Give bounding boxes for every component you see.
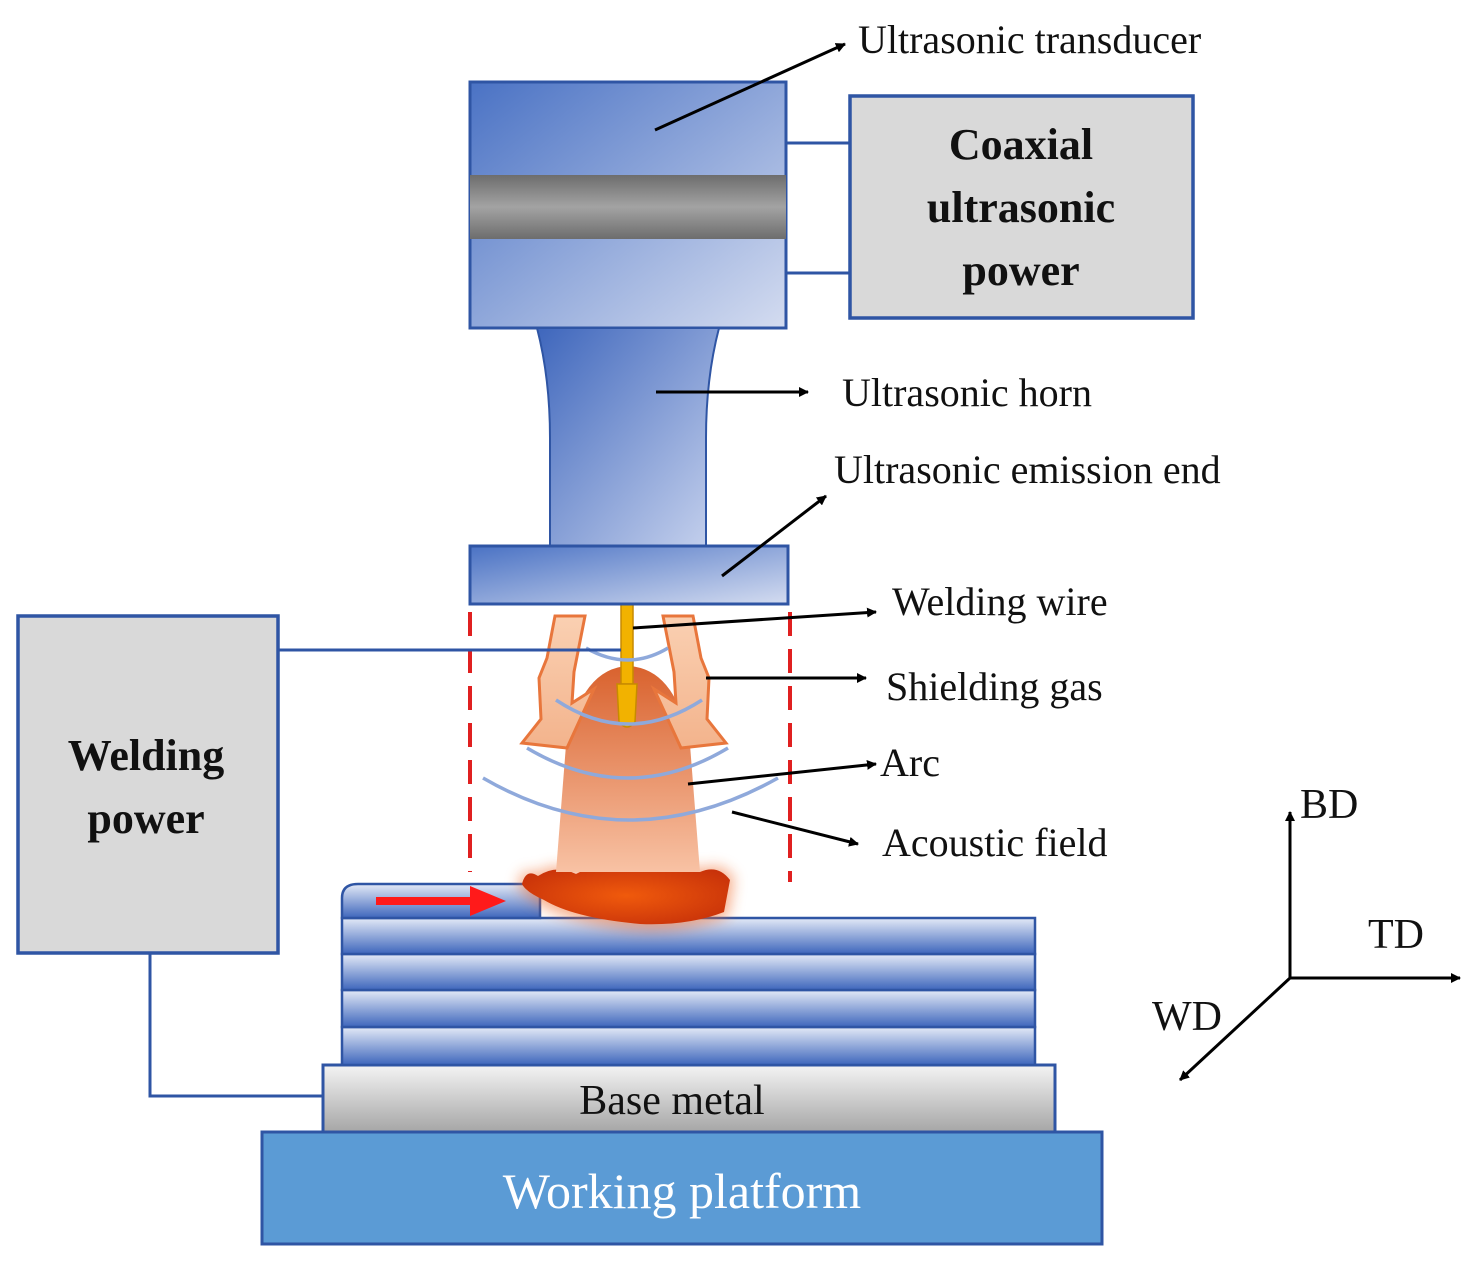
working-platform-label: Working platform: [503, 1163, 862, 1219]
coaxial-box-line-3: power: [962, 246, 1079, 295]
welding-wire: [616, 603, 638, 728]
label-arc: Arc: [880, 740, 940, 785]
welding-box-line-1: Welding: [68, 731, 225, 780]
label-ultrasonic-emission-end: Ultrasonic emission end: [834, 447, 1221, 492]
label-ultrasonic-horn: Ultrasonic horn: [842, 370, 1092, 415]
base-metal: [321, 1063, 1057, 1134]
label-ultrasonic-transducer: Ultrasonic transducer: [858, 17, 1201, 62]
working-platform: [260, 1130, 1104, 1246]
welding-box-line-2: power: [87, 794, 204, 843]
axis-label-bd: BD: [1300, 782, 1358, 828]
ultrasonic-transducer: [468, 80, 788, 330]
welding-power-box: Welding power: [16, 614, 621, 1098]
axis-label-wd: WD: [1152, 994, 1222, 1040]
ultrasonic-horn: [535, 327, 721, 549]
acoustic-boundary-lines: [468, 612, 792, 882]
label-shielding-gas: Shielding gas: [886, 664, 1103, 709]
label-welding-wire: Welding wire: [892, 579, 1108, 624]
travel-direction-arrow: [376, 886, 506, 916]
acoustic-field: [482, 646, 779, 822]
label-acoustic-field: Acoustic field: [882, 820, 1108, 865]
ultrasonic-emission-end: [468, 544, 790, 606]
molten-pool: [518, 864, 734, 931]
axis-label-td: TD: [1368, 912, 1424, 958]
coaxial-box-line-2: ultrasonic: [927, 183, 1115, 232]
coaxial-box-line-1: Coaxial: [949, 120, 1093, 169]
callout-arrows: [632, 42, 877, 847]
coordinate-axes: [1178, 811, 1461, 1082]
base-metal-label: Base metal: [579, 1078, 764, 1124]
coaxial-ultrasonic-power-box: Coaxial ultrasonic power: [786, 94, 1195, 320]
